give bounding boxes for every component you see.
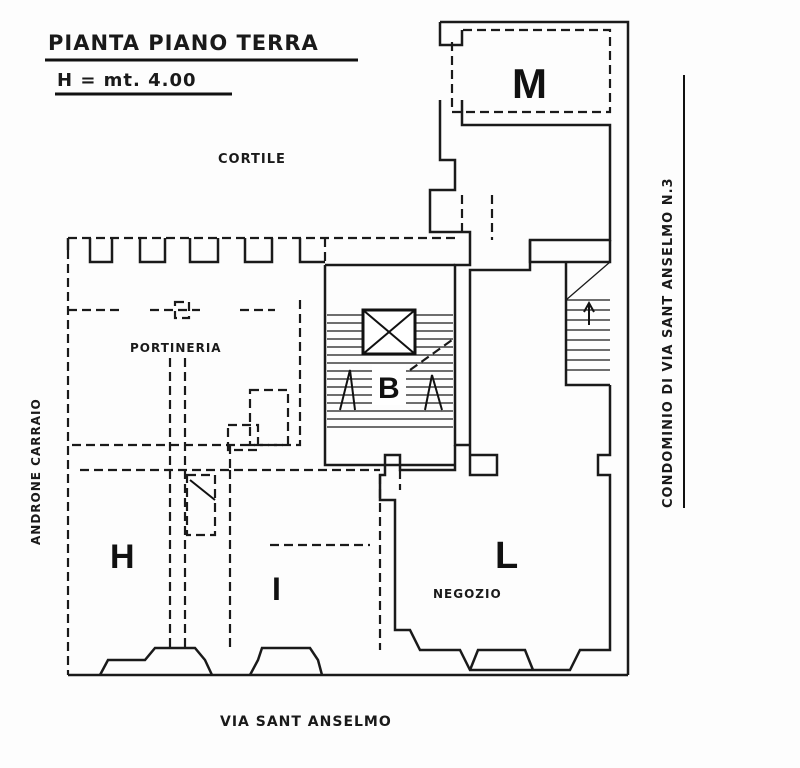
unit-b-bg [372, 365, 406, 405]
label-portineria: PORTINERIA [130, 341, 222, 355]
unit-b: B [378, 372, 400, 405]
label-cortile: CORTILE [218, 152, 286, 167]
courtyard-piers [66, 238, 325, 264]
stair-dashed-line [409, 339, 453, 371]
label-androne: ANDRONE CARRAIO [29, 398, 43, 545]
stair-arrows [339, 369, 443, 411]
partition-dashed [228, 445, 382, 650]
courtyard-wall [68, 236, 455, 265]
room-m-corner [438, 22, 464, 47]
plan-title: PIANTA PIANO TERRA [48, 31, 319, 55]
right-stair-treads [565, 261, 611, 371]
small-stair-portineria [226, 388, 290, 452]
corridor-dashed [460, 195, 494, 240]
elevator-cross-icon [362, 309, 416, 355]
unit-m: M [512, 60, 547, 107]
stair-arrow-icon [583, 300, 595, 325]
room-m-walls [450, 28, 612, 114]
height-note: H = mt. 4.00 [57, 70, 197, 91]
property-boundary [440, 20, 630, 675]
corridor-walls [428, 100, 612, 477]
small-stair-h [185, 473, 217, 537]
facade-windows [98, 646, 324, 676]
unit-h: H [110, 538, 135, 576]
label-negozio: NEGOZIO [433, 587, 502, 601]
column [173, 300, 191, 320]
shop-l-walls [378, 385, 612, 672]
room-partitions [80, 468, 380, 650]
right-stair-walls [528, 240, 612, 387]
portineria-walls [68, 300, 302, 447]
label-condominio: CONDOMINIO DI VIA SANT ANSELMO N.3 [661, 177, 676, 508]
unit-l: L [495, 535, 518, 577]
unit-i: I [272, 571, 281, 607]
label-street: VIA SANT ANSELMO [220, 714, 392, 730]
stair-core-walls [323, 263, 455, 467]
partition-h [168, 358, 187, 650]
shop-window [468, 648, 535, 671]
